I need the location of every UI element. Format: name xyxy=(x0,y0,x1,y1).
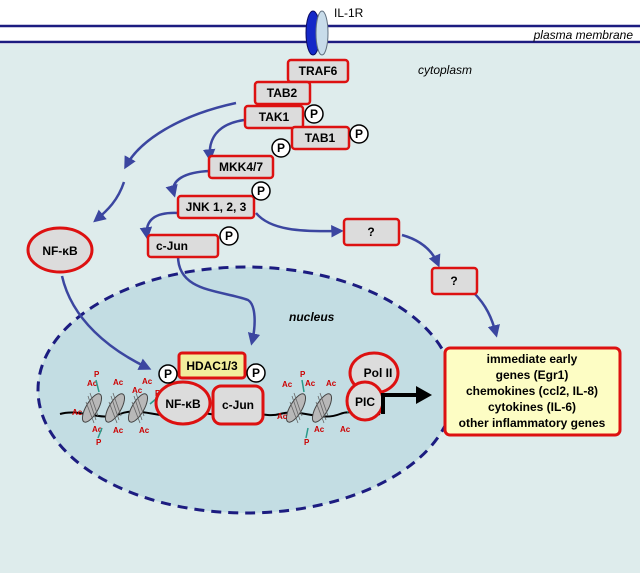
phospho-circle: P xyxy=(271,138,291,158)
phospho-markers-nucleus: P P xyxy=(158,363,266,384)
tab1-box: TAB1 xyxy=(290,125,351,151)
unknown-box-1: ? xyxy=(342,217,401,247)
cjun-nuclear: c-Jun xyxy=(211,384,265,426)
svg-text:?: ? xyxy=(367,225,374,239)
svg-text:?: ? xyxy=(450,274,457,288)
svg-text:JNK 1, 2, 3: JNK 1, 2, 3 xyxy=(186,200,247,214)
svg-text:Ac: Ac xyxy=(92,425,103,434)
svg-text:Ac: Ac xyxy=(87,379,98,388)
svg-text:Ac: Ac xyxy=(326,379,337,388)
svg-text:Ac: Ac xyxy=(139,426,150,435)
transcription-arrow xyxy=(381,386,432,414)
svg-text:Ac: Ac xyxy=(132,386,143,395)
nucleus-label: nucleus xyxy=(289,310,335,324)
svg-text:TAK1: TAK1 xyxy=(259,110,290,124)
signaling-arrows xyxy=(60,101,500,370)
pic-ellipse: PIC xyxy=(345,380,385,422)
svg-text:HDAC1/3: HDAC1/3 xyxy=(186,359,238,373)
svg-text:Pol II: Pol II xyxy=(364,366,393,380)
svg-text:P: P xyxy=(257,184,265,198)
svg-text:MKK4/7: MKK4/7 xyxy=(219,160,263,174)
svg-text:NF-κB: NF-κB xyxy=(165,397,201,411)
cjun-box: c-Jun xyxy=(146,233,220,259)
svg-text:P: P xyxy=(94,370,100,379)
svg-text:TAB1: TAB1 xyxy=(305,131,336,145)
cytoplasm-label: cytoplasm xyxy=(418,63,472,77)
phospho-circle: P xyxy=(349,124,369,144)
svg-text:Ac: Ac xyxy=(113,378,124,387)
svg-text:TAB2: TAB2 xyxy=(267,86,298,100)
unknown-box-2: ? xyxy=(430,266,479,296)
phospho-circle: P xyxy=(304,104,324,124)
svg-text:c-Jun: c-Jun xyxy=(156,239,188,253)
svg-text:NF-κB: NF-κB xyxy=(42,244,78,258)
svg-text:P: P xyxy=(252,366,260,380)
jnk-box: JNK 1, 2, 3 xyxy=(176,194,256,220)
mkk47-box: MKK4/7 xyxy=(207,154,275,180)
phospho-circle: P xyxy=(158,364,178,384)
svg-text:c-Jun: c-Jun xyxy=(222,398,254,412)
gene-line: other inflammatory genes xyxy=(459,416,606,430)
svg-text:Ac: Ac xyxy=(282,380,293,389)
gene-line: genes (Egr1) xyxy=(496,368,569,382)
svg-text:Ac: Ac xyxy=(314,425,325,434)
tab2-box: TAB2 xyxy=(253,80,312,106)
svg-text:P: P xyxy=(225,229,233,243)
svg-text:P: P xyxy=(164,367,172,381)
svg-text:Ac: Ac xyxy=(113,426,124,435)
gene-line: immediate early xyxy=(487,352,578,366)
histone-phospho-marks: P P P P P P xyxy=(94,370,358,447)
svg-text:P: P xyxy=(310,107,318,121)
gene-line: chemokines (ccl2, IL-8) xyxy=(466,384,598,398)
svg-text:P: P xyxy=(277,141,285,155)
svg-text:P: P xyxy=(304,438,310,447)
phospho-circle: P xyxy=(219,226,239,246)
phospho-circle: P xyxy=(251,181,271,201)
hdac-box: HDAC1/3 xyxy=(177,351,247,380)
il1r-receptor xyxy=(305,10,329,56)
receptor-label: IL-1R xyxy=(334,6,364,20)
svg-text:Ac: Ac xyxy=(340,425,351,434)
svg-text:P: P xyxy=(355,127,363,141)
svg-text:Ac: Ac xyxy=(142,377,153,386)
svg-text:Ac: Ac xyxy=(305,379,316,388)
svg-text:Ac: Ac xyxy=(277,412,288,421)
svg-text:TRAF6: TRAF6 xyxy=(299,64,338,78)
nfkb-ellipse: NF-κB xyxy=(26,226,94,274)
acetyl-marks: Ac Ac Ac Ac Ac Ac Ac Ac Ac Ac Ac Ac Ac A… xyxy=(72,377,358,435)
membrane-label: plasma membrane xyxy=(533,28,634,42)
phospho-markers-cytoplasm: P P P P P xyxy=(219,104,369,246)
gene-output-box: immediate early genes (Egr1) chemokines … xyxy=(443,346,622,437)
tak1-box: TAK1 xyxy=(243,104,305,130)
gene-line: cytokines (IL-6) xyxy=(488,400,576,414)
svg-text:PIC: PIC xyxy=(355,395,375,409)
svg-text:P: P xyxy=(300,370,306,379)
phospho-circle: P xyxy=(246,363,266,383)
nfkb-nuclear: NF-κB xyxy=(154,380,212,426)
traf6-box: TRAF6 xyxy=(286,58,350,84)
svg-text:Ac: Ac xyxy=(72,408,83,417)
svg-text:P: P xyxy=(96,438,102,447)
